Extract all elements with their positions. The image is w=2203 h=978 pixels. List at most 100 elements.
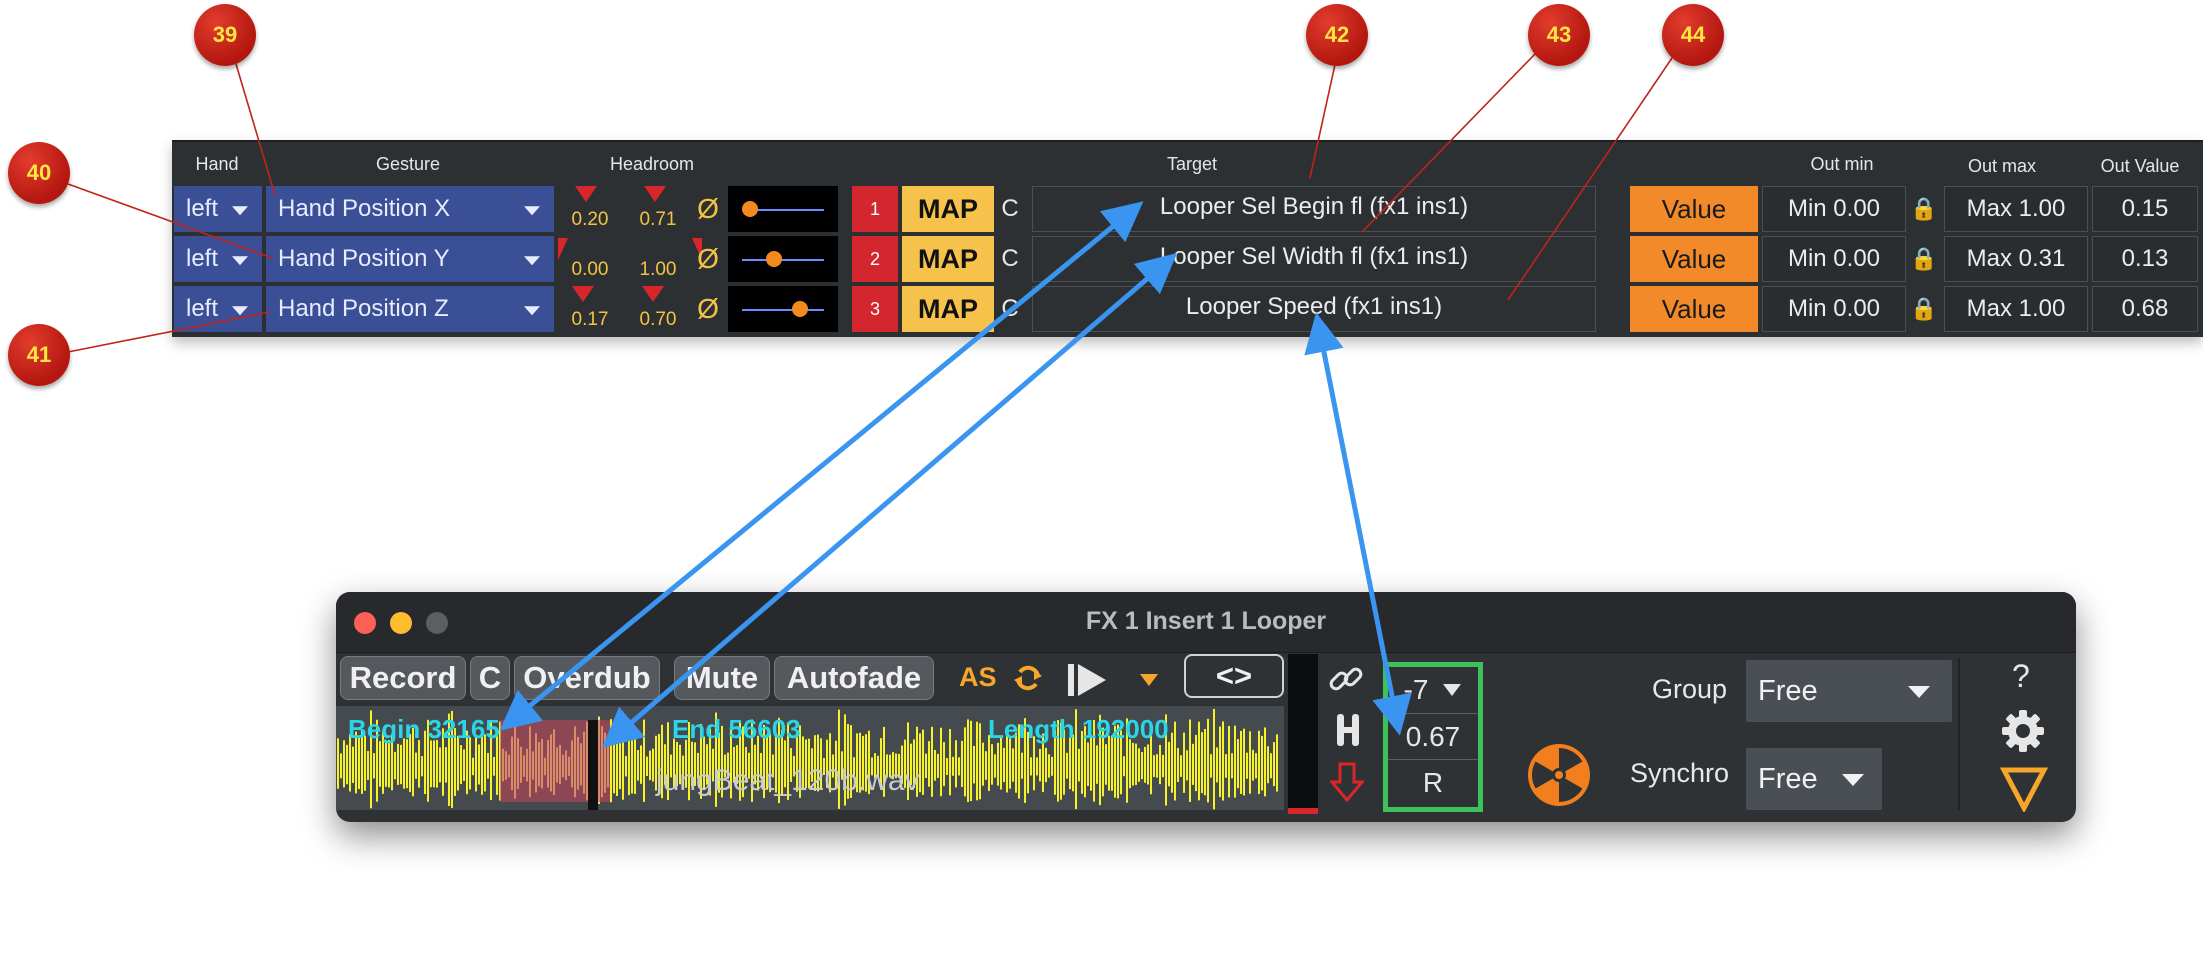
close-window-icon[interactable] bbox=[354, 612, 376, 634]
gesture-select-value: Hand Position Z bbox=[278, 295, 449, 322]
headroom-high-value: 0.70 bbox=[639, 309, 677, 330]
looper-window: FX 1 Insert 1 Looper Record C Overdub Mu… bbox=[336, 592, 2076, 822]
value-mode-button-2[interactable]: Value bbox=[1630, 236, 1758, 282]
output-slider-2[interactable] bbox=[728, 236, 838, 282]
synchro-label: Synchro bbox=[1630, 758, 1730, 788]
triangle-down-icon[interactable] bbox=[2000, 766, 2048, 812]
window-titlebar: FX 1 Insert 1 Looper bbox=[336, 592, 2076, 653]
gesture-mapping-panel: Hand Gesture Headroom Target Out min Out… bbox=[172, 140, 2203, 337]
file-name: jungBeat_120b.wav bbox=[656, 764, 920, 797]
hand-select-1[interactable]: left bbox=[174, 186, 262, 232]
gesture-select-1[interactable]: Hand Position X bbox=[266, 186, 554, 232]
headroom-low-marker-icon[interactable] bbox=[575, 186, 597, 202]
play-from-start-icon[interactable] bbox=[1066, 662, 1110, 698]
output-slider-3[interactable] bbox=[728, 286, 838, 332]
callout-badge: 44 bbox=[1662, 4, 1724, 66]
chevron-down-icon bbox=[232, 306, 248, 316]
map-button-1[interactable]: MAP bbox=[902, 186, 994, 232]
help-button[interactable]: ? bbox=[2012, 658, 2030, 694]
phase-invert-button[interactable]: Ø bbox=[697, 293, 719, 324]
hand-select-3[interactable]: left bbox=[174, 286, 262, 332]
semitone-select[interactable]: -7 bbox=[1388, 667, 1478, 713]
clear-button-1[interactable]: C bbox=[1001, 195, 1019, 222]
overdub-button[interactable]: Overdub bbox=[514, 656, 660, 700]
synchro-select[interactable]: Free bbox=[1746, 748, 1882, 810]
slider-track bbox=[742, 309, 824, 311]
headroom-low-marker-icon[interactable] bbox=[572, 286, 594, 302]
out-min-field-3[interactable]: Min 0.00 bbox=[1762, 286, 1906, 332]
headroom-low-value: 0.20 bbox=[571, 209, 609, 230]
out-value-3: 0.68 bbox=[2092, 286, 2198, 332]
phase-invert-button[interactable]: Ø bbox=[697, 243, 719, 274]
speed-control: -7 0.67 R bbox=[1383, 662, 1483, 812]
waveform-display[interactable]: Begin 32165 End 56603 Length 192000 jung… bbox=[336, 706, 1284, 810]
speed-value-field[interactable]: 0.67 bbox=[1388, 713, 1478, 759]
header-out-value: Out Value bbox=[2100, 156, 2180, 176]
autofade-button[interactable]: Autofade bbox=[774, 656, 934, 700]
loop-icon[interactable] bbox=[1012, 662, 1044, 694]
gesture-select-value: Hand Position X bbox=[278, 195, 451, 222]
slider-knob[interactable] bbox=[766, 251, 783, 267]
slider-knob[interactable] bbox=[791, 301, 808, 317]
headroom-low-value: 0.00 bbox=[571, 259, 609, 280]
hand-select-value: left bbox=[186, 245, 219, 272]
clear-button-2[interactable]: C bbox=[1001, 245, 1019, 272]
chevron-down-icon bbox=[1842, 774, 1864, 786]
speed-reset-button[interactable]: R bbox=[1388, 759, 1478, 805]
auto-start-toggle[interactable]: AS bbox=[959, 662, 997, 692]
chevron-down-icon bbox=[524, 256, 540, 266]
phase-invert-button[interactable]: Ø bbox=[697, 193, 719, 224]
divider bbox=[1958, 658, 1960, 810]
lock-icon[interactable]: 🔒 bbox=[1910, 296, 1938, 321]
lock-icon[interactable]: 🔒 bbox=[1910, 196, 1938, 221]
header-out-min: Out min bbox=[1810, 154, 1874, 174]
radiation-icon[interactable] bbox=[1526, 742, 1592, 808]
mute-button[interactable]: Mute bbox=[674, 656, 770, 700]
out-value-2: 0.13 bbox=[2092, 236, 2198, 282]
value-mode-button-3[interactable]: Value bbox=[1630, 286, 1758, 332]
lock-icon[interactable]: 🔒 bbox=[1910, 246, 1938, 271]
value-mode-button-1[interactable]: Value bbox=[1630, 186, 1758, 232]
slider-knob[interactable] bbox=[742, 201, 758, 217]
export-down-icon[interactable] bbox=[1330, 760, 1364, 804]
output-slider-1[interactable] bbox=[728, 186, 838, 232]
target-field-3[interactable]: Looper Speed (fx1 ins1) bbox=[1032, 286, 1596, 332]
target-field-2[interactable]: Looper Sel Width fl (fx1 ins1) bbox=[1032, 236, 1596, 282]
out-min-field-1[interactable]: Min 0.00 bbox=[1762, 186, 1906, 232]
header-gesture: Gesture bbox=[375, 154, 441, 174]
zoom-window-icon[interactable] bbox=[426, 612, 448, 634]
record-button[interactable]: Record bbox=[340, 656, 466, 700]
out-max-field-3[interactable]: Max 1.00 bbox=[1944, 286, 2088, 332]
callout-badge: 39 bbox=[194, 4, 256, 66]
direction-toggle-button[interactable]: <> bbox=[1184, 654, 1284, 698]
clear-loop-button[interactable]: C bbox=[470, 656, 510, 700]
gear-icon[interactable] bbox=[2000, 708, 2046, 754]
hand-select-2[interactable]: left bbox=[174, 236, 262, 282]
group-select[interactable]: Free bbox=[1746, 660, 1952, 722]
target-field-1[interactable]: Looper Sel Begin fl (fx1 ins1) bbox=[1032, 186, 1596, 232]
channel-number-1: 1 bbox=[852, 186, 898, 232]
gesture-select-2[interactable]: Hand Position Y bbox=[266, 236, 554, 282]
clear-button-3[interactable]: C bbox=[1001, 295, 1019, 322]
level-meter-fill bbox=[1288, 808, 1318, 814]
minimize-window-icon[interactable] bbox=[390, 612, 412, 634]
out-max-field-2[interactable]: Max 0.31 bbox=[1944, 236, 2088, 282]
link-icon[interactable] bbox=[1326, 660, 1366, 700]
out-min-field-2[interactable]: Min 0.00 bbox=[1762, 236, 1906, 282]
chevron-down-icon bbox=[232, 206, 248, 216]
begin-readout: Begin 32165 bbox=[348, 714, 500, 744]
map-button-2[interactable]: MAP bbox=[902, 236, 994, 282]
play-mode-dropdown-icon[interactable] bbox=[1138, 672, 1160, 688]
headroom-high-marker-icon[interactable] bbox=[642, 286, 664, 302]
group-select-value: Free bbox=[1758, 674, 1818, 707]
map-button-3[interactable]: MAP bbox=[902, 286, 994, 332]
gesture-select-3[interactable]: Hand Position Z bbox=[266, 286, 554, 332]
header-hand: Hand bbox=[195, 154, 239, 174]
chevron-down-icon bbox=[232, 256, 248, 266]
out-max-field-1[interactable]: Max 1.00 bbox=[1944, 186, 2088, 232]
sync-lock-icon[interactable] bbox=[1334, 710, 1362, 750]
playhead-marker bbox=[588, 720, 598, 810]
chevron-down-icon bbox=[524, 306, 540, 316]
headroom-high-marker-icon[interactable] bbox=[644, 186, 666, 202]
level-meter bbox=[1288, 654, 1318, 814]
